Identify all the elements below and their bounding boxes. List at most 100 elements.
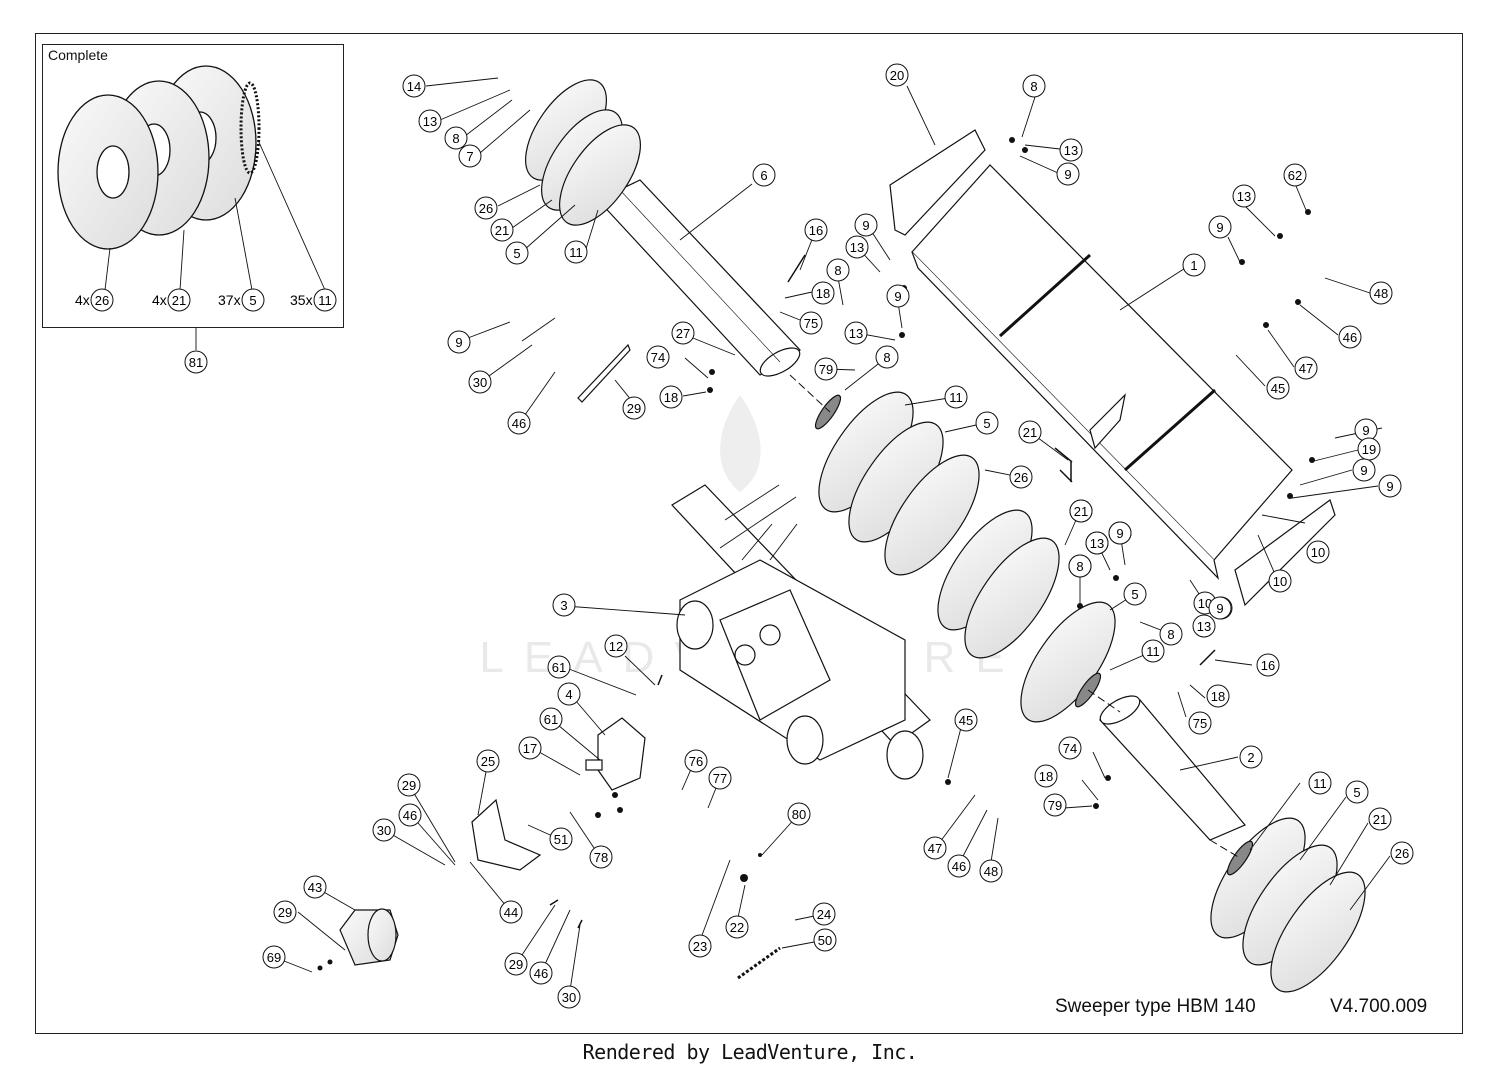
callout-9: 9 xyxy=(1378,474,1402,498)
callout-18: 18 xyxy=(1034,764,1058,788)
svg-text:21: 21 xyxy=(1074,504,1088,519)
callout-2: 2 xyxy=(1239,745,1263,769)
callout-11: 11 xyxy=(944,385,968,409)
svg-text:26: 26 xyxy=(95,293,109,308)
svg-text:24: 24 xyxy=(817,907,831,922)
callout-80: 80 xyxy=(787,802,811,826)
callout-44: 44 xyxy=(499,900,523,924)
callout-13: 13 xyxy=(1232,184,1256,208)
callout-6: 6 xyxy=(752,163,776,187)
callout-9: 9 xyxy=(1056,162,1080,186)
svg-text:13: 13 xyxy=(1237,189,1251,204)
callout-29: 29 xyxy=(504,952,528,976)
callout-8: 8 xyxy=(1159,622,1183,646)
svg-text:21: 21 xyxy=(1373,812,1387,827)
callout-61: 61 xyxy=(547,655,571,679)
svg-text:74: 74 xyxy=(651,350,665,365)
svg-text:9: 9 xyxy=(1386,479,1393,494)
callout-29: 29 xyxy=(397,773,421,797)
callout-46: 46 xyxy=(1338,325,1362,349)
callout-5: 5 xyxy=(975,411,999,435)
complete-assembly-inset xyxy=(42,44,344,328)
svg-text:7: 7 xyxy=(466,149,473,164)
svg-text:30: 30 xyxy=(377,823,391,838)
svg-text:26: 26 xyxy=(1395,846,1409,861)
svg-text:46: 46 xyxy=(1343,330,1357,345)
svg-text:78: 78 xyxy=(594,850,608,865)
svg-text:11: 11 xyxy=(318,293,332,308)
svg-text:8: 8 xyxy=(883,350,890,365)
callout-77: 77 xyxy=(708,766,732,790)
svg-text:13: 13 xyxy=(1197,619,1211,634)
svg-text:47: 47 xyxy=(928,841,942,856)
callout-12: 12 xyxy=(604,634,628,658)
callout-8: 8 xyxy=(826,258,850,282)
svg-text:3: 3 xyxy=(560,598,567,613)
svg-text:62: 62 xyxy=(1288,168,1302,183)
callout-18: 18 xyxy=(811,281,835,305)
svg-text:76: 76 xyxy=(689,754,703,769)
svg-text:81: 81 xyxy=(189,355,203,370)
svg-text:4: 4 xyxy=(565,687,572,702)
shaft-2 xyxy=(1099,695,1246,841)
svg-text:80: 80 xyxy=(792,807,806,822)
drawing-version: V4.700.009 xyxy=(1330,996,1428,1017)
svg-text:6: 6 xyxy=(760,168,767,183)
inset-title: Complete xyxy=(48,47,108,63)
callout-47: 47 xyxy=(923,836,947,860)
callout-9: 9 xyxy=(1208,596,1232,620)
cover-43 xyxy=(339,908,399,966)
callout-75: 75 xyxy=(1188,711,1212,735)
svg-text:5: 5 xyxy=(1131,587,1138,602)
svg-text:75: 75 xyxy=(1193,716,1207,731)
callout-17: 17 xyxy=(518,736,542,760)
svg-text:75: 75 xyxy=(804,316,818,331)
guard-25 xyxy=(471,798,542,871)
brush-housing-1 xyxy=(911,164,1293,580)
bracket-10 xyxy=(1234,499,1336,607)
svg-text:5: 5 xyxy=(513,246,520,261)
svg-text:35x: 35x xyxy=(290,292,313,308)
callout-5: 5 xyxy=(1345,780,1369,804)
svg-text:10: 10 xyxy=(1311,545,1325,560)
callout-79: 79 xyxy=(814,357,838,381)
inset-disc-set xyxy=(57,65,261,250)
svg-text:50: 50 xyxy=(818,933,832,948)
callout-13: 13 xyxy=(844,321,868,345)
callout-62: 62 xyxy=(1283,163,1307,187)
callout-29: 29 xyxy=(622,396,646,420)
drawing-title: Sweeper type HBM 140 xyxy=(1055,996,1256,1017)
callout-50: 50 xyxy=(813,928,837,952)
svg-text:22: 22 xyxy=(730,920,744,935)
svg-text:69: 69 xyxy=(267,950,281,965)
callout-26: 26 xyxy=(1009,465,1033,489)
svg-text:74: 74 xyxy=(1063,741,1077,756)
center-lines xyxy=(789,374,1241,859)
svg-text:5: 5 xyxy=(249,293,256,308)
chain-50 xyxy=(737,946,781,980)
callout-45: 45 xyxy=(1266,376,1290,400)
callout-13: 13 xyxy=(1085,531,1109,555)
callout-13: 13 xyxy=(1059,138,1083,162)
svg-text:8: 8 xyxy=(1030,79,1037,94)
callout-21: 21 xyxy=(1018,420,1042,444)
callout-75: 75 xyxy=(799,311,823,335)
callout-76: 76 xyxy=(684,749,708,773)
callout-13: 13 xyxy=(845,235,869,259)
svg-text:30: 30 xyxy=(562,990,576,1005)
lower-disc-stack xyxy=(1210,817,1366,993)
callout-46: 46 xyxy=(398,803,422,827)
callout-8: 8 xyxy=(1068,554,1092,578)
callout-10: 10 xyxy=(1268,569,1292,593)
callout-9: 9 xyxy=(447,330,471,354)
callout-9: 9 xyxy=(1208,215,1232,239)
callout-74: 74 xyxy=(646,345,670,369)
callout-46: 46 xyxy=(507,411,531,435)
svg-text:19: 19 xyxy=(1362,442,1376,457)
callout-30: 30 xyxy=(468,370,492,394)
svg-text:10: 10 xyxy=(1273,574,1287,589)
callout-27: 27 xyxy=(671,321,695,345)
svg-text:9: 9 xyxy=(455,335,462,350)
